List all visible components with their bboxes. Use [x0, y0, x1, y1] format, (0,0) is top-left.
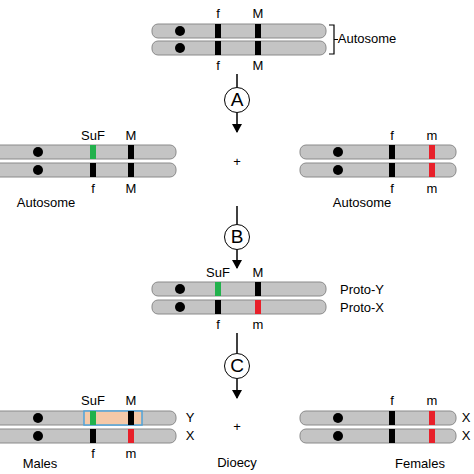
gene-label: Females: [395, 457, 445, 471]
bracket: [329, 25, 338, 54]
gene-label: f: [91, 182, 95, 196]
gene-label: f: [216, 7, 220, 21]
chromosome-pair: [0, 145, 176, 177]
gene-label: f: [390, 129, 394, 143]
gene-label: f: [390, 182, 394, 196]
gene-label: Proto-X: [340, 301, 384, 315]
step-circle: C: [224, 353, 250, 379]
gene-label: SuF: [206, 266, 230, 280]
gene-label: M: [253, 59, 264, 73]
gene-label: Proto-Y: [340, 283, 384, 297]
gene-label: Y: [186, 411, 195, 425]
gene-label: Autosome: [338, 32, 397, 46]
gene-label: f: [91, 447, 95, 461]
gene-label: X: [186, 429, 195, 443]
gene-label: m: [126, 447, 137, 461]
gene-label: f: [216, 59, 220, 73]
gene-label: M: [253, 7, 264, 21]
step-letter: C: [230, 356, 244, 376]
chromosome-pair: [300, 411, 456, 443]
gene-label: f: [390, 394, 394, 408]
gene-label: M: [126, 182, 137, 196]
gene-label: M: [126, 129, 137, 143]
gene-label: X: [462, 429, 471, 443]
chromosome-pair: [152, 282, 326, 314]
gene-label: M: [126, 394, 137, 408]
gene-label: Autosome: [333, 196, 392, 210]
gene-label: m: [427, 129, 438, 143]
gene-label: f: [216, 318, 220, 332]
gene-label: +: [233, 420, 241, 434]
chromosome-pair: [0, 411, 176, 443]
gene-label: m: [253, 318, 264, 332]
step-circle: A: [224, 87, 250, 113]
gene-label: X: [462, 411, 471, 425]
chromosome-pair: [152, 24, 326, 55]
gene-label: SuF: [81, 394, 105, 408]
step-circle: B: [224, 224, 250, 250]
gene-label: m: [427, 394, 438, 408]
step-letter: B: [231, 227, 244, 247]
chromosome-pair: [300, 145, 456, 177]
gene-label: Dioecy: [217, 456, 257, 470]
gene-label: +: [233, 155, 241, 169]
gene-label: Males: [23, 457, 58, 471]
gene-label: m: [427, 182, 438, 196]
gene-label: M: [253, 266, 264, 280]
gene-label: Autosome: [17, 196, 76, 210]
gene-label: SuF: [81, 129, 105, 143]
step-letter: A: [231, 90, 244, 110]
